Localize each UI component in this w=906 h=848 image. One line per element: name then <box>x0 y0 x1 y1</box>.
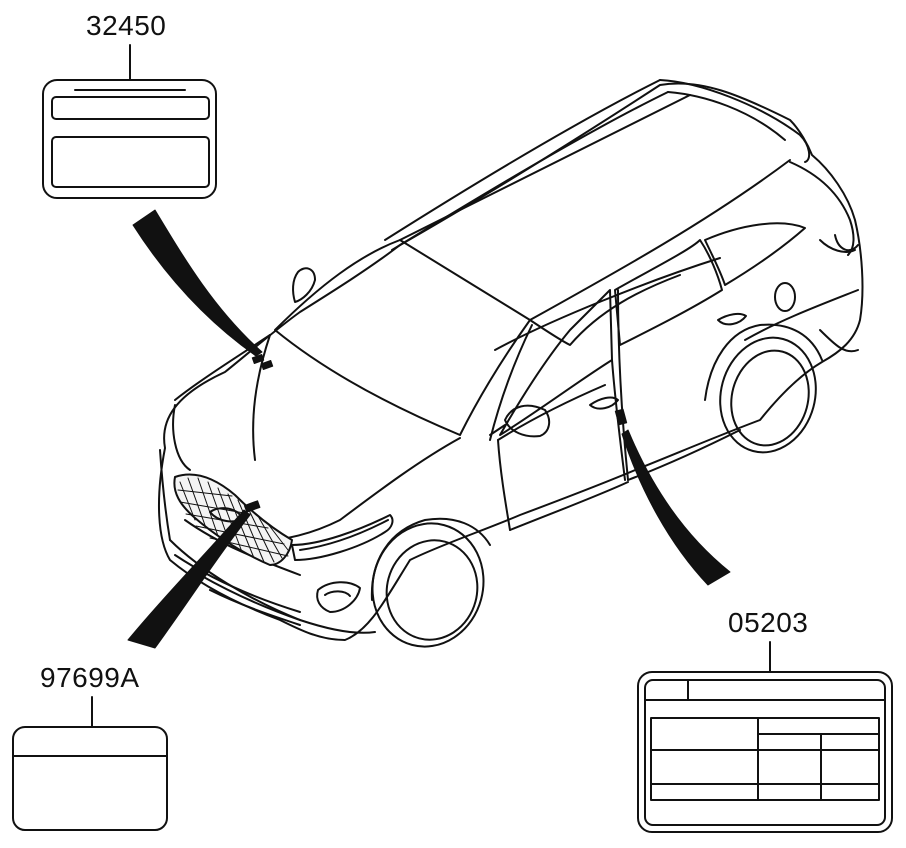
label-plate-97699A <box>12 696 168 831</box>
label-plate-32450 <box>42 44 217 199</box>
part-number-32450: 32450 <box>86 10 167 41</box>
part-number-05203: 05203 <box>728 607 809 638</box>
part-number-97699A: 97699A <box>40 662 140 693</box>
vehicle-illustration <box>158 79 864 648</box>
label-plate-05203 <box>637 641 893 833</box>
leader-pointers <box>127 209 731 649</box>
